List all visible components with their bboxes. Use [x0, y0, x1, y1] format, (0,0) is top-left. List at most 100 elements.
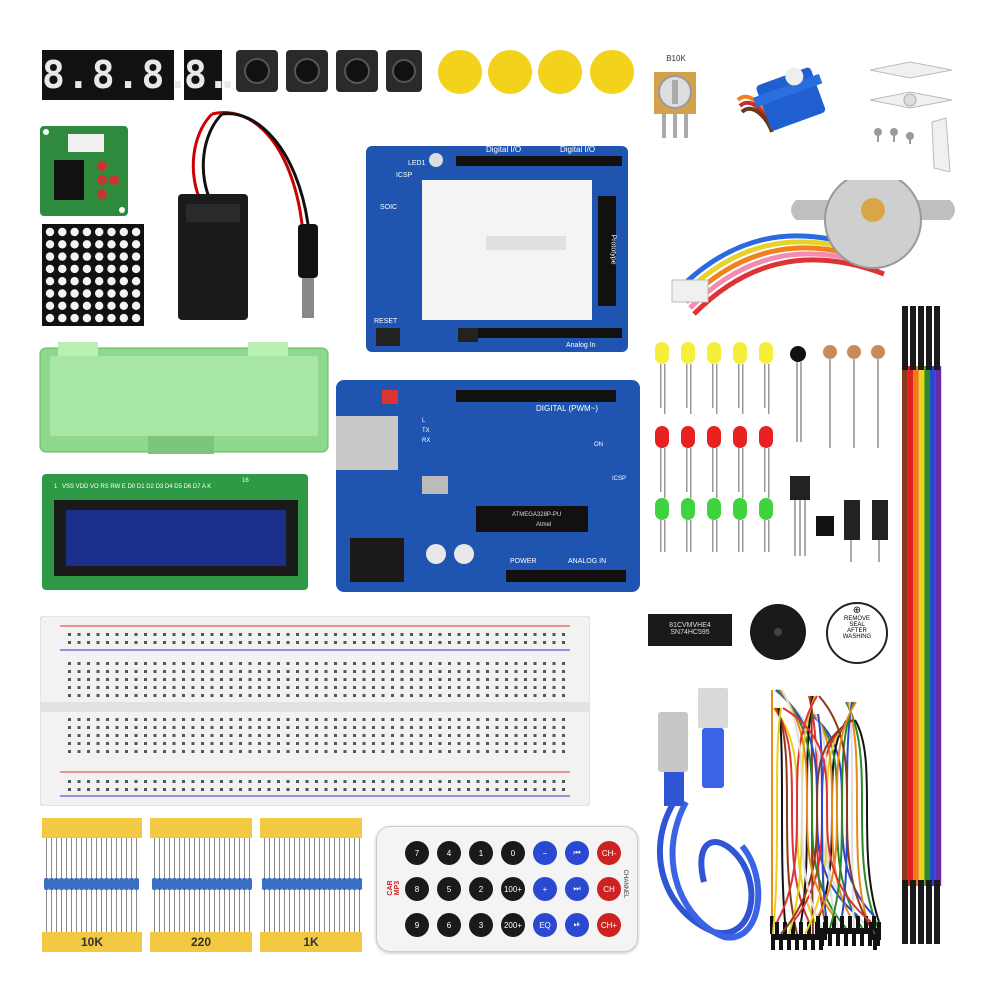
remote-button[interactable]: 9 [405, 913, 429, 937]
rail-hole [448, 641, 451, 644]
hole [562, 662, 565, 665]
hole [305, 750, 309, 753]
hole [543, 726, 546, 729]
matrix-dot [45, 313, 55, 323]
hole [248, 694, 252, 697]
remote-button[interactable]: CH [597, 877, 621, 901]
rail-hole [210, 633, 214, 636]
remote-button[interactable]: 3 [469, 913, 493, 937]
hole [267, 726, 271, 729]
remote-button[interactable]: 200+ [501, 913, 525, 937]
remote-button[interactable]: 4 [437, 841, 461, 865]
hole [343, 662, 347, 665]
remote-button[interactable]: ⏮ [565, 841, 589, 865]
rail-hole [106, 641, 109, 644]
rail-hole [87, 788, 90, 791]
hole [210, 750, 214, 753]
remote-button[interactable]: 6 [437, 913, 461, 937]
hole [324, 742, 328, 745]
hole [172, 670, 176, 673]
hole [552, 742, 556, 745]
hole [448, 670, 451, 673]
rail-hole [277, 633, 280, 636]
uno-label-rx: RX [422, 438, 431, 444]
hole [220, 662, 223, 665]
remote-button[interactable]: ⏯ [565, 913, 589, 937]
hole [201, 678, 204, 681]
cable-wire [913, 366, 919, 886]
rail-hole [381, 788, 385, 791]
matrix-dot [119, 277, 128, 286]
rail-hole [372, 641, 375, 644]
hole [467, 718, 470, 721]
hole [505, 670, 508, 673]
hole [267, 670, 271, 673]
rail-hole [286, 780, 290, 783]
hole [258, 678, 261, 681]
remote-button[interactable]: CH- [597, 841, 621, 865]
hole [210, 686, 214, 689]
jumper-wire [817, 713, 827, 917]
resistor-body [327, 878, 332, 890]
remote-button[interactable]: 5 [437, 877, 461, 901]
hole [182, 694, 185, 697]
remote-button[interactable]: 0 [501, 841, 525, 865]
hole [210, 662, 214, 665]
matrix-dot [107, 252, 116, 261]
resistor-strip-220: 220 [150, 818, 252, 952]
jumper-pin [832, 916, 836, 934]
hole [438, 742, 442, 745]
hole [87, 718, 90, 721]
hole [419, 678, 423, 681]
rail-hole [182, 780, 185, 783]
hole [191, 734, 195, 737]
resistor-strip-10k: 10K [42, 818, 142, 952]
remote-button[interactable]: 1 [469, 841, 493, 865]
hole [115, 662, 119, 665]
rail-hole [438, 788, 442, 791]
led-lead [690, 520, 692, 552]
matrix-dot [119, 313, 128, 323]
remote-button[interactable]: EQ [533, 913, 557, 937]
hole [125, 726, 128, 729]
hole [106, 718, 109, 721]
hole [372, 686, 375, 689]
rail-hole [191, 633, 195, 636]
hole [286, 662, 290, 665]
hole [315, 734, 318, 737]
rail-hole [324, 633, 328, 636]
matrix-dot [131, 301, 141, 310]
hole [144, 694, 147, 697]
matrix-dot [58, 277, 67, 286]
hole [391, 750, 394, 753]
hole [144, 750, 147, 753]
hole [96, 734, 100, 737]
matrix-dot [119, 264, 128, 274]
rail-hole [353, 641, 356, 644]
resistor-body [59, 878, 64, 890]
hole [77, 734, 81, 737]
remote-button[interactable]: + [533, 877, 557, 901]
rail-hole [353, 633, 356, 636]
hole [353, 718, 356, 721]
remote-button[interactable]: 7 [405, 841, 429, 865]
hole [543, 718, 546, 721]
hole [305, 734, 309, 737]
led-lead [690, 448, 692, 498]
remote-button[interactable]: 2 [469, 877, 493, 901]
remote-button[interactable]: ⏭ [565, 877, 589, 901]
matrix-dot [45, 277, 55, 286]
hole [220, 750, 223, 753]
hole [153, 734, 157, 737]
remote-button[interactable]: CH+ [597, 913, 621, 937]
remote-button[interactable]: − [533, 841, 557, 865]
hole [505, 734, 508, 737]
rail-hole [334, 633, 337, 636]
rail-hole [258, 788, 261, 791]
remote-button[interactable]: 8 [405, 877, 429, 901]
hole [391, 686, 394, 689]
hole [467, 678, 470, 681]
remote-button[interactable]: 100+ [501, 877, 525, 901]
hole [438, 662, 442, 665]
rail-hole [362, 788, 366, 791]
